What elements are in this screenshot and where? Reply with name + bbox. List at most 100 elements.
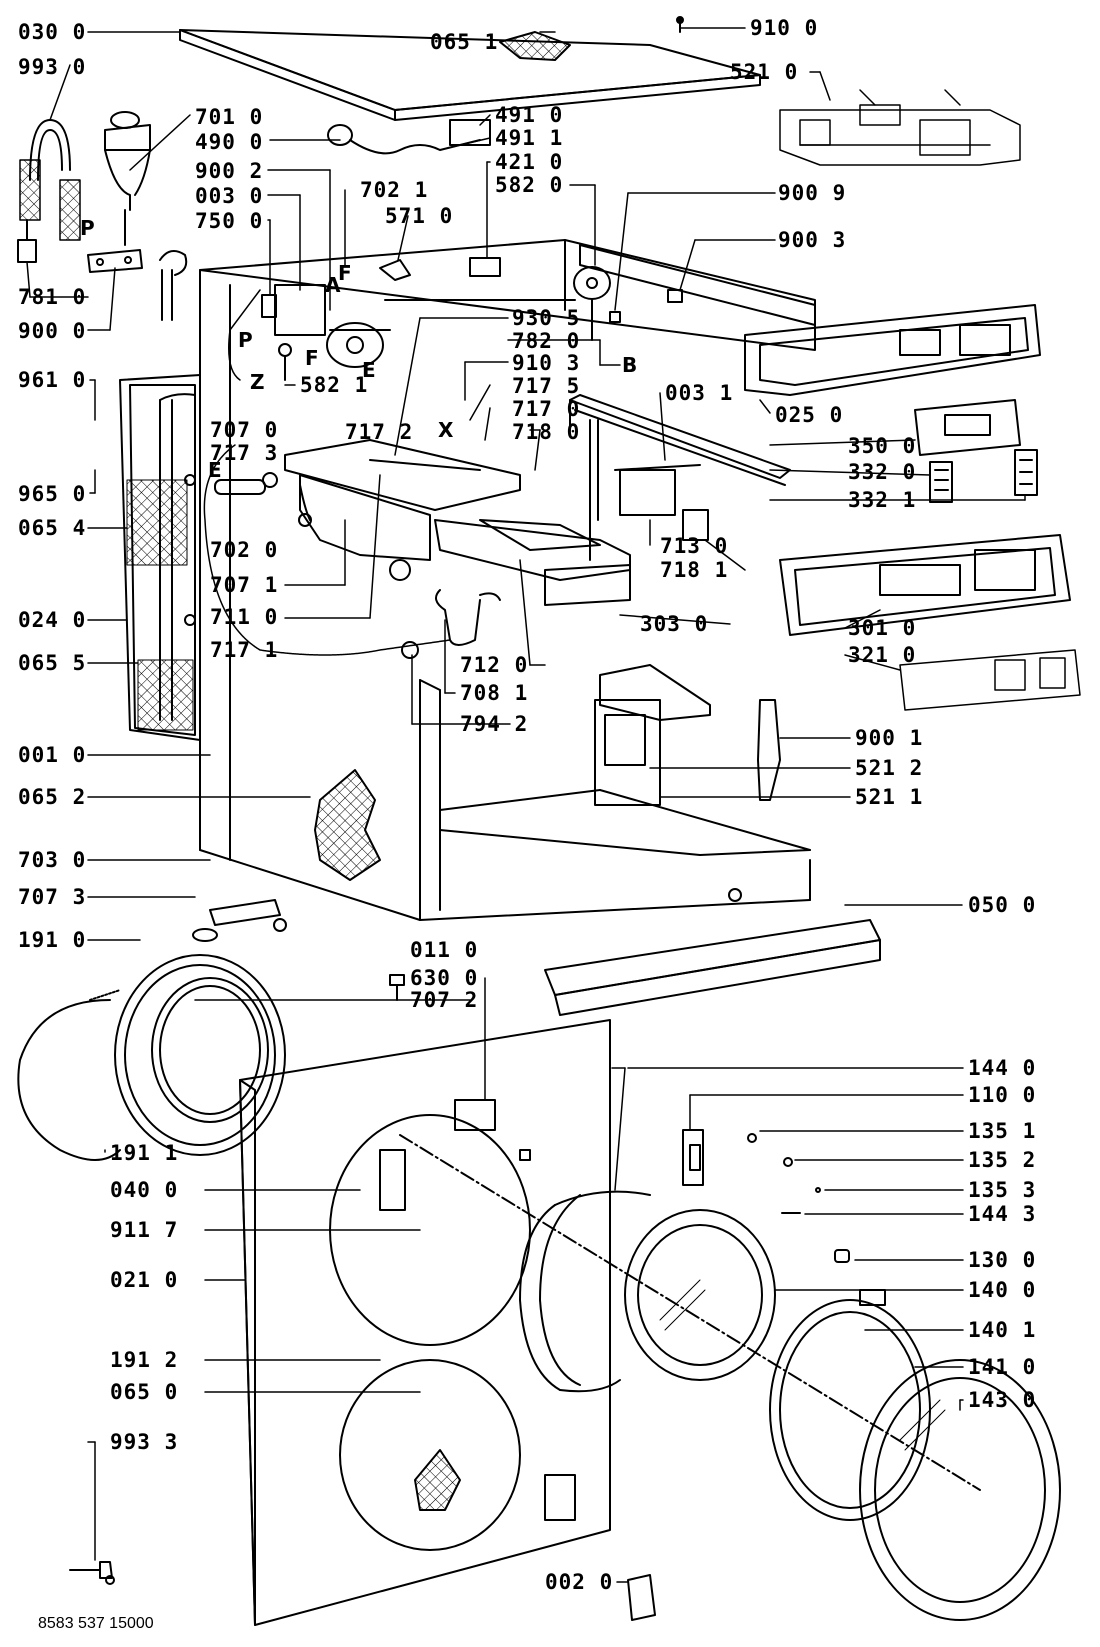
callout-717-2: 717 2: [345, 420, 414, 444]
callout-993-3: 993 3: [110, 1430, 179, 1454]
label-321-0: [899, 649, 1081, 711]
callout-703-0: 703 0: [18, 848, 87, 872]
callout-794-2: 794 2: [460, 712, 529, 736]
kick-plate-050-0: [544, 919, 881, 1016]
callout-110-0: 110 0: [968, 1083, 1037, 1107]
callout-911-7: 911 7: [110, 1218, 179, 1242]
callout-718-0: 718 0: [512, 420, 581, 444]
front-frame-021-0: [239, 1019, 981, 1626]
callout-011-0: 011 0: [410, 938, 479, 962]
callout-521-0: 521 0: [730, 60, 799, 84]
callout-065-2: 065 2: [18, 785, 87, 809]
callout-130-0: 130 0: [968, 1248, 1037, 1272]
callout-717-5: 717 5: [512, 374, 581, 398]
panel-025-0: [744, 304, 1041, 396]
callout-135-3: 135 3: [968, 1178, 1037, 1202]
callout-491-0: 491 0: [495, 103, 564, 127]
bracket-900-0: [87, 249, 143, 273]
callout-191-1: 191 1: [110, 1141, 179, 1165]
callout-332-1: 332 1: [848, 488, 917, 512]
callout-332-0: 332 0: [848, 460, 917, 484]
callout-702-0: 702 0: [210, 538, 279, 562]
callout-003-0: 003 0: [195, 184, 264, 208]
tube-703-0: [209, 899, 287, 932]
door-ring-141-0: [769, 1289, 931, 1521]
switch-module-332-0: [929, 461, 953, 503]
drain-hose-750-0: [159, 250, 188, 321]
electronic-module-350-0: [914, 399, 1021, 456]
marker-b: B: [622, 353, 638, 377]
switch-module-332-1: [1014, 449, 1038, 496]
callout-750-0: 750 0: [195, 209, 264, 233]
callout-900-2: 900 2: [195, 159, 264, 183]
callout-350-0: 350 0: [848, 434, 917, 458]
callout-701-0: 701 0: [195, 105, 264, 129]
marker-p-1: P: [80, 216, 95, 240]
marker-e-1: E: [362, 358, 376, 382]
valve-701-0: [104, 111, 151, 246]
callout-001-0: 001 0: [18, 743, 87, 767]
callout-900-9: 900 9: [778, 181, 847, 205]
callout-708-1: 708 1: [460, 681, 529, 705]
screw-011-0: [389, 974, 405, 1001]
callout-003-1: 003 1: [665, 381, 734, 405]
callout-965-0: 965 0: [18, 482, 87, 506]
callout-707-2: 707 2: [410, 988, 479, 1012]
cabinet-body: [199, 239, 816, 921]
control-module-521-0: [779, 89, 1021, 166]
callout-717-0: 717 0: [512, 397, 581, 421]
callout-021-0: 021 0: [110, 1268, 179, 1292]
wire-490-0: [327, 119, 491, 155]
callout-135-2: 135 2: [968, 1148, 1037, 1172]
trim-ring-144-0: [519, 1190, 651, 1393]
tool-993-3: [69, 1561, 115, 1585]
marker-z: Z: [250, 370, 265, 394]
callout-582-1: 582 1: [300, 373, 369, 397]
callout-140-0: 140 0: [968, 1278, 1037, 1302]
front-panel-301-0: [779, 534, 1071, 636]
callout-717-3: 717 3: [210, 441, 279, 465]
pressure-switch-582-0: [573, 266, 611, 341]
small-parts-top: [379, 257, 683, 323]
callout-141-0: 141 0: [968, 1355, 1037, 1379]
marker-e-2: E: [208, 458, 222, 482]
callout-024-0: 024 0: [18, 608, 87, 632]
callout-707-3: 707 3: [18, 885, 87, 909]
callout-321-0: 321 0: [848, 643, 917, 667]
callout-713-0: 713 0: [660, 534, 729, 558]
callout-900-0: 900 0: [18, 319, 87, 343]
callout-191-0: 191 0: [18, 928, 87, 952]
callout-490-0: 490 0: [195, 130, 264, 154]
callout-065-4: 065 4: [18, 516, 87, 540]
callout-144-3: 144 3: [968, 1202, 1037, 1226]
callout-781-0: 781 0: [18, 285, 87, 309]
bracket-900-1: [757, 699, 781, 801]
side-panel: [119, 374, 201, 741]
callout-630-0: 630 0: [410, 966, 479, 990]
callout-717-1: 717 1: [210, 638, 279, 662]
marker-x: X: [438, 418, 454, 442]
callout-711-0: 711 0: [210, 605, 279, 629]
door-outer-143-0: [859, 1359, 1061, 1621]
washer-707-3: [192, 928, 218, 942]
callout-993-0: 993 0: [18, 55, 87, 79]
inlet-hose-993-0: [17, 119, 81, 263]
callout-421-0: 421 0: [495, 150, 564, 174]
door-flap-191-1: [17, 999, 121, 1161]
callout-025-0: 025 0: [775, 403, 844, 427]
callout-521-1: 521 1: [855, 785, 924, 809]
part-713-0: [614, 464, 701, 516]
marker-a: A: [325, 273, 341, 297]
glass-door-140-0: [624, 1209, 776, 1381]
callout-050-0: 050 0: [968, 893, 1037, 917]
callout-301-0: 301 0: [848, 616, 917, 640]
callout-712-0: 712 0: [460, 653, 529, 677]
callout-707-1: 707 1: [210, 573, 279, 597]
callout-491-1: 491 1: [495, 126, 564, 150]
door-gasket-191-0: [89, 954, 286, 1156]
callout-144-0: 144 0: [968, 1056, 1037, 1080]
callout-900-1: 900 1: [855, 726, 924, 750]
callout-065-5: 065 5: [18, 651, 87, 675]
